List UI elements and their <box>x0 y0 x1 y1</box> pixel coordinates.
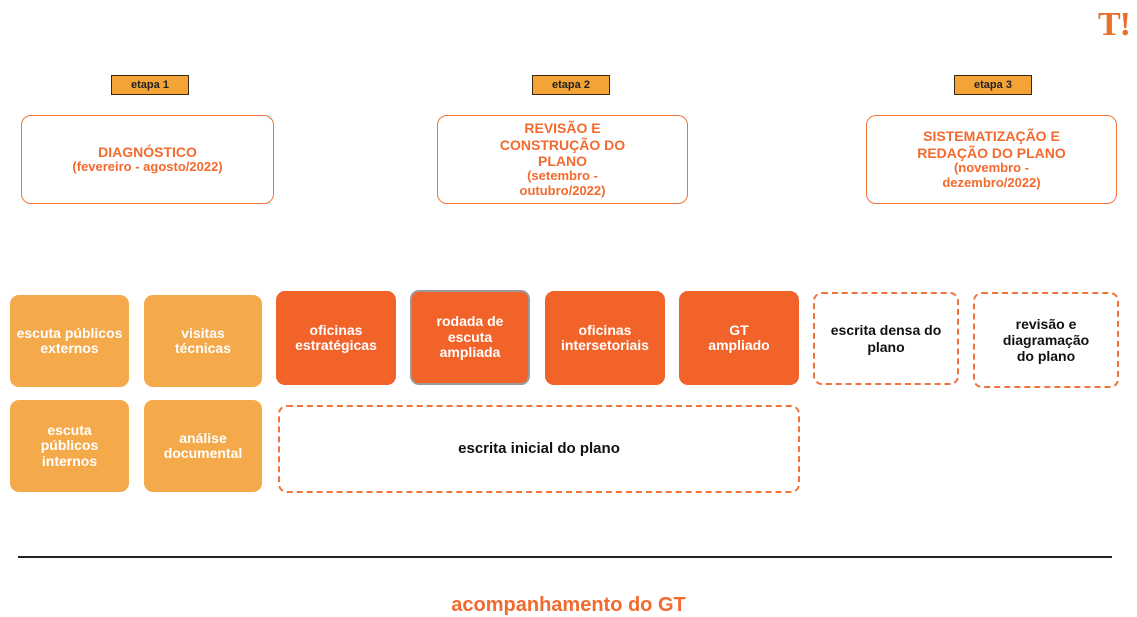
footer-label: acompanhamento do GT <box>451 594 686 616</box>
stage-1-date: (fevereiro - agosto/2022) <box>72 159 223 175</box>
stage-3-date: (novembro - dezembro/2022) <box>942 159 1041 190</box>
activity-escuta-internos: escuta públicos internos <box>10 400 129 492</box>
activity-rodada-escuta: rodada de escuta ampliada <box>410 290 530 385</box>
stage-2-box: REVISÃO E CONSTRUÇÃO DO PLANO (setembro … <box>437 115 688 204</box>
activity-gt-ampliado: GT ampliado <box>679 291 799 385</box>
logo: T! <box>1098 6 1131 43</box>
activity-analise-documental: análise documental <box>144 400 262 492</box>
stage-1-box: DIAGNÓSTICO (fevereiro - agosto/2022) <box>21 115 274 204</box>
stage-1-tag: etapa 1 <box>111 75 189 95</box>
stage-2-tag: etapa 2 <box>532 75 610 95</box>
stage-2-date: (setembro - outubro/2022) <box>519 167 606 198</box>
stage-3-box: SISTEMATIZAÇÃO E REDAÇÃO DO PLANO (novem… <box>866 115 1117 204</box>
activity-escrita-densa: escrita densa do plano <box>813 292 959 385</box>
activity-visitas-tecnicas: visitas técnicas <box>144 295 262 387</box>
activity-oficinas-intersetoriais: oficinas intersetoriais <box>545 291 665 385</box>
activity-oficinas-estrategicas: oficinas estratégicas <box>276 291 396 385</box>
activity-escuta-externos: escuta públicos externos <box>10 295 129 387</box>
stage-1-title: DIAGNÓSTICO <box>98 143 197 160</box>
stage-3-tag: etapa 3 <box>954 75 1032 95</box>
activity-escrita-inicial: escrita inicial do plano <box>278 405 800 493</box>
stage-2-title: REVISÃO E CONSTRUÇÃO DO PLANO <box>499 120 626 169</box>
divider-line <box>18 556 1112 558</box>
stage-3-title: SISTEMATIZAÇÃO E REDAÇÃO DO PLANO <box>917 128 1066 161</box>
activity-revisao-diagramacao: revisão e diagramação do plano <box>973 292 1119 388</box>
